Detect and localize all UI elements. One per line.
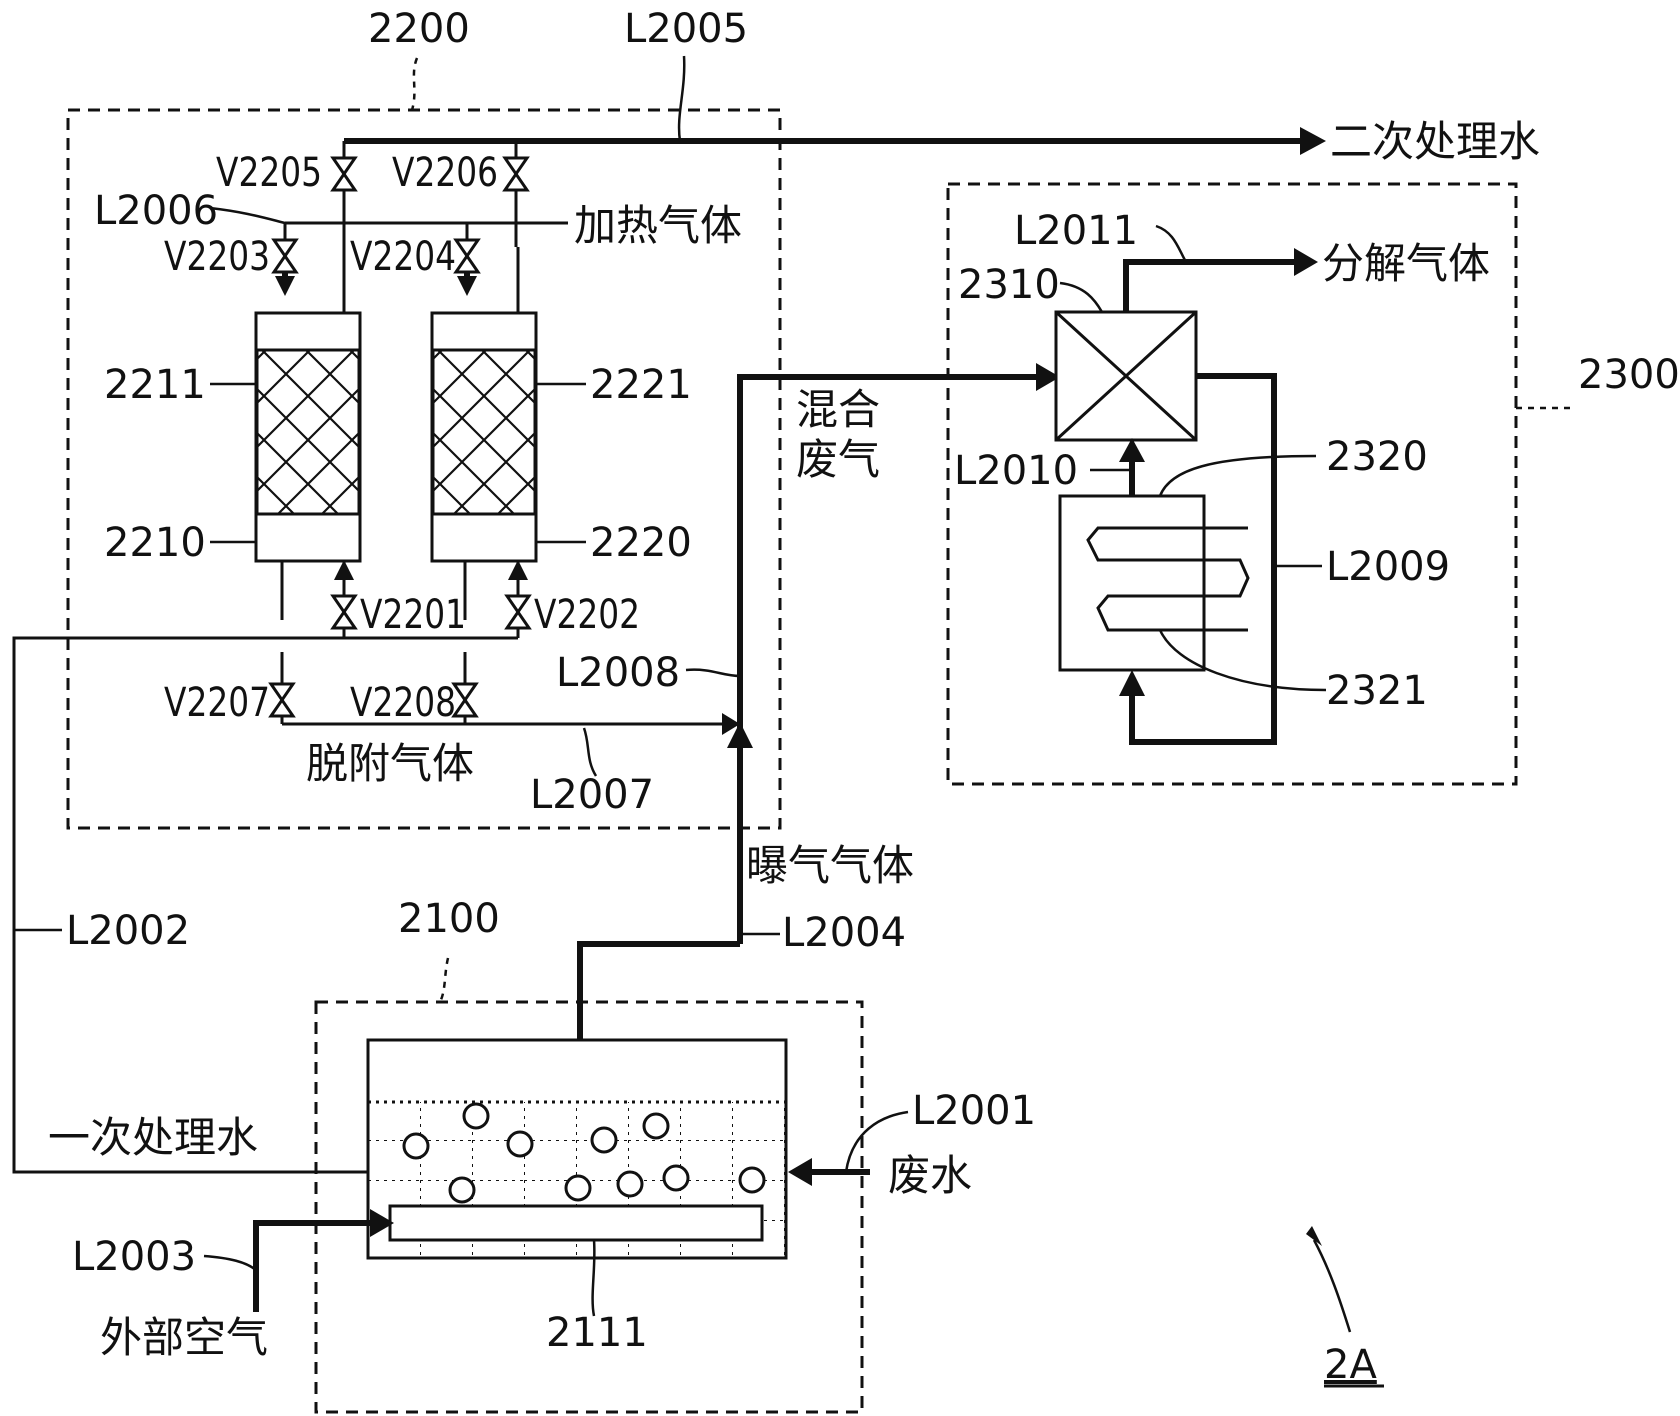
label-2111: 2111 (546, 1310, 648, 1356)
label-2210: 2210 (104, 520, 206, 566)
leader-L2011 (1155, 224, 1188, 263)
arrow-into-decomposer (1036, 363, 1060, 391)
label-L2010: L2010 (954, 448, 1078, 494)
air-bubbles (402, 1102, 766, 1204)
adsorption-tower-a (254, 311, 362, 563)
label-outside-air: 外部空气 (100, 1313, 268, 1362)
leader-2320 (1158, 454, 1317, 497)
label-L2011: L2011 (1014, 208, 1138, 254)
label-V2203: V2203 (164, 234, 270, 280)
label-V2206: V2206 (392, 150, 498, 196)
label-aeration-gas: 曝气气体 (746, 841, 914, 890)
label-desorbed-gas: 脱附气体 (306, 739, 474, 788)
arrow-into-decomposer-bottom (1119, 438, 1145, 462)
arrow-outside-air (370, 1209, 394, 1237)
label-2220: 2220 (590, 520, 692, 566)
label-V2205: V2205 (216, 150, 322, 196)
label-figure-2A: 2A (1324, 1342, 1377, 1388)
adsorption-tower-b (430, 311, 538, 563)
adsorption-unit-leader (410, 57, 419, 111)
label-L2005: L2005 (624, 6, 748, 52)
label-V2201: V2201 (360, 592, 466, 638)
valve-v2203 (271, 238, 299, 274)
arrow-up-L2004 (727, 722, 753, 748)
leader-L2008 (685, 668, 741, 678)
label-L2004: L2004 (782, 910, 906, 956)
label-L2008: L2008 (556, 650, 680, 696)
label-L2009: L2009 (1326, 544, 1450, 590)
valve-v2201 (330, 594, 358, 630)
label-primary-water: 一次处理水 (48, 1113, 258, 1162)
heat-exchanger (1058, 494, 1206, 672)
label-L2002: L2002 (66, 908, 190, 954)
label-2221: 2221 (590, 362, 692, 408)
arrow-decomposed-gas (1294, 248, 1318, 276)
label-V2207: V2207 (164, 680, 270, 726)
arrow-up-v2201 (334, 560, 354, 580)
adsorption-unit-boundary (66, 108, 782, 830)
valve-v2208 (451, 682, 479, 718)
decomposition-unit-boundary (946, 182, 1518, 786)
label-L2006: L2006 (94, 188, 218, 234)
label-mixed-gas-1: 混合 (796, 385, 880, 434)
line-L2009 (1129, 373, 1277, 745)
air-diffuser (388, 1204, 764, 1242)
arrow-secondary-water (1300, 127, 1326, 155)
label-mixed-gas-2: 废气 (796, 435, 880, 484)
arrow-wastewater (788, 1158, 812, 1186)
arrow-into-L2008 (722, 713, 740, 735)
leader-2111 (591, 1239, 596, 1317)
label-decomposed-gas: 分解气体 (1322, 239, 1490, 288)
line-L2002 (12, 636, 518, 1174)
label-2321: 2321 (1326, 668, 1428, 714)
label-2300: 2300 (1578, 352, 1680, 398)
figure-label-arrowhead (1306, 1226, 1322, 1246)
label-2211: 2211 (104, 362, 206, 408)
line-L2011 (1123, 259, 1296, 312)
label-2310: 2310 (958, 262, 1060, 308)
label-2320: 2320 (1326, 434, 1428, 480)
label-2200: 2200 (368, 6, 470, 52)
label-V2208: V2208 (350, 680, 456, 726)
valve-v2206 (502, 156, 530, 192)
valve-v2207 (268, 682, 296, 718)
line-L2008 (737, 374, 1038, 944)
leader-2321 (1158, 629, 1327, 692)
valve-v2204 (453, 238, 481, 274)
valve-v2205 (330, 156, 358, 192)
valve-v2202 (504, 594, 532, 630)
aeration-unit-leader (438, 957, 450, 1003)
line-L2003 (253, 1220, 372, 1312)
label-secondary-water: 二次处理水 (1330, 117, 1540, 166)
leader-L2001 (844, 1110, 909, 1173)
label-L2007: L2007 (530, 772, 654, 818)
leader-2310 (1059, 281, 1104, 313)
label-heating-gas: 加热气体 (574, 201, 742, 250)
label-V2202: V2202 (534, 592, 640, 638)
label-2100: 2100 (398, 896, 500, 942)
leader-L2007 (582, 727, 598, 777)
arrow-into-heat-exchanger (1119, 670, 1145, 696)
catalytic-decomposer (1054, 310, 1198, 442)
arrow-up-v2202 (508, 560, 528, 580)
aeration-unit-boundary (314, 1000, 864, 1414)
aeration-tank (366, 1038, 788, 1260)
leader-L2006 (209, 206, 286, 225)
leader-L2003 (203, 1254, 257, 1272)
label-L2001: L2001 (912, 1088, 1036, 1134)
label-V2204: V2204 (350, 234, 456, 280)
heat-exchanger-coil (1086, 526, 1250, 632)
label-L2003: L2003 (72, 1234, 196, 1280)
figure-label-arrow (1312, 1239, 1352, 1333)
line-L2004 (577, 941, 740, 1040)
leader-L2005 (677, 55, 686, 142)
label-wastewater: 废水 (888, 1151, 972, 1200)
